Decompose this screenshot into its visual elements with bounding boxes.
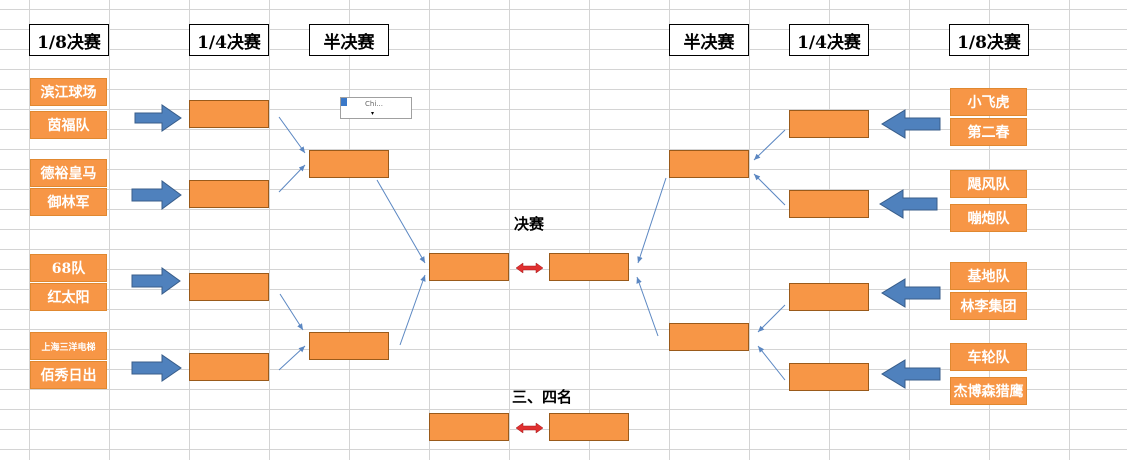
header-left-quarterfinal: 1/4决赛 xyxy=(189,24,269,56)
slot-right-qf-4 xyxy=(789,363,869,391)
team-left-6: 红太阳 xyxy=(30,283,107,311)
team-left-2: 茵福队 xyxy=(30,111,107,139)
right-advance-arrow-4 xyxy=(881,359,941,389)
team-left-7: 上海三洋电梯 xyxy=(30,332,107,360)
third-place-label: 三、四名 xyxy=(512,388,573,406)
final-versus-arrow xyxy=(515,262,544,274)
connector-lqf4-lsf2 xyxy=(278,345,306,371)
slot-left-qf-1 xyxy=(189,100,269,128)
team-right-1: 小飞虎 xyxy=(950,88,1027,116)
slot-final-right xyxy=(549,253,629,281)
third-place-versus-arrow xyxy=(515,422,544,434)
header-right-semifinal: 半决赛 xyxy=(669,24,749,56)
left-advance-arrow-1 xyxy=(134,104,182,132)
right-advance-arrow-2 xyxy=(879,189,938,219)
connector-rqf1-rsf1 xyxy=(753,129,786,161)
connector-rqf4-rsf2 xyxy=(757,345,786,381)
right-advance-arrow-3 xyxy=(881,278,941,308)
connector-rqf2-rsf1 xyxy=(753,173,786,206)
team-left-1: 滨江球场 xyxy=(30,78,107,106)
header-right-quarterfinal: 1/4决赛 xyxy=(789,24,869,56)
team-right-2: 第二春 xyxy=(950,118,1027,146)
slot-left-qf-2 xyxy=(189,180,269,208)
team-right-5: 基地队 xyxy=(950,262,1027,290)
left-advance-arrow-2 xyxy=(131,180,182,210)
slot-final-left xyxy=(429,253,509,281)
team-left-4: 御林军 xyxy=(30,188,107,216)
team-right-8: 杰博森猎鹰 xyxy=(950,377,1027,405)
slot-right-qf-1 xyxy=(789,110,869,138)
header-left-semifinal: 半决赛 xyxy=(309,24,389,56)
slot-left-sf-2 xyxy=(309,332,389,360)
header-right-round-of-16: 1/8决赛 xyxy=(949,24,1029,56)
left-advance-arrow-4 xyxy=(131,354,182,382)
embedded-object-dropdown-icon[interactable]: ▾ xyxy=(371,110,375,117)
team-right-6: 林李集团 xyxy=(950,292,1027,320)
left-advance-arrow-3 xyxy=(131,267,181,295)
embedded-object-handle[interactable] xyxy=(341,98,347,106)
team-right-3: 飓风队 xyxy=(950,170,1027,198)
connector-lqf3-lsf2 xyxy=(279,293,304,331)
slot-right-sf-1 xyxy=(669,150,749,178)
team-right-4: 嘣炮队 xyxy=(950,204,1027,232)
embedded-object[interactable]: Chi... ▾ xyxy=(340,97,412,119)
slot-right-qf-2 xyxy=(789,190,869,218)
slot-left-sf-1 xyxy=(309,150,389,178)
connector-lqf2-lsf1 xyxy=(278,164,306,193)
team-left-3: 德裕皇马 xyxy=(30,159,107,187)
slot-right-qf-3 xyxy=(789,283,869,311)
connector-rsf1-final xyxy=(637,177,667,264)
connector-rsf2-final xyxy=(636,276,659,337)
slot-left-qf-3 xyxy=(189,273,269,301)
embedded-object-text: Chi... xyxy=(365,100,383,108)
connector-lsf1-final xyxy=(376,179,426,264)
right-advance-arrow-1 xyxy=(881,109,941,139)
slot-third-right xyxy=(549,413,629,441)
slot-third-left xyxy=(429,413,509,441)
team-right-7: 车轮队 xyxy=(950,343,1027,371)
slot-right-sf-2 xyxy=(669,323,749,351)
final-label: 决赛 xyxy=(514,215,545,233)
team-left-5: 68队 xyxy=(30,254,107,282)
slot-left-qf-4 xyxy=(189,353,269,381)
connector-lqf1-lsf1 xyxy=(278,116,306,154)
team-left-8: 佰秀日出 xyxy=(30,361,107,389)
header-left-round-of-16: 1/8决赛 xyxy=(29,24,109,56)
connector-lsf2-final xyxy=(399,274,426,346)
connector-rqf3-rsf2 xyxy=(757,304,786,333)
